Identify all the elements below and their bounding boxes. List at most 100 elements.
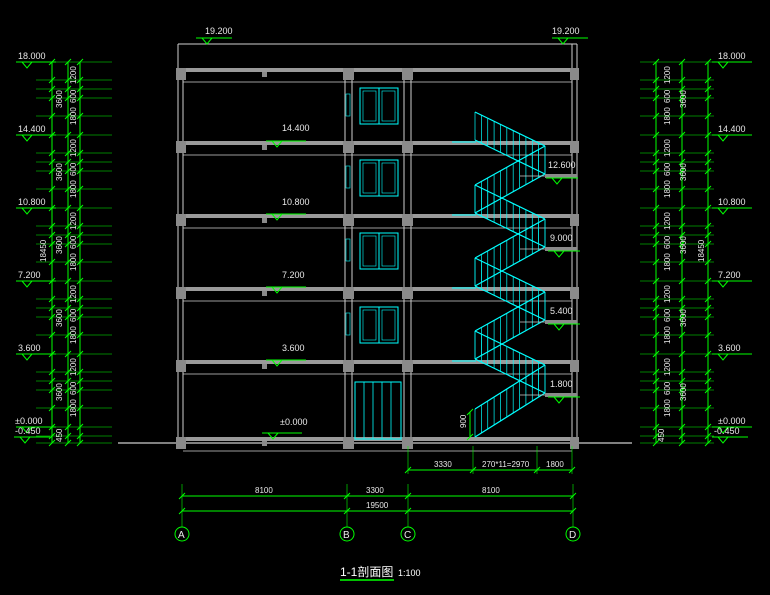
beam (402, 287, 413, 299)
left-tick (48, 112, 56, 120)
right-tick (678, 112, 686, 120)
beam (402, 141, 413, 153)
beam (570, 68, 579, 80)
left-story-dim-1: 3600 (55, 90, 64, 108)
side-level-l7: -0.450 (15, 426, 41, 436)
right-tick (652, 158, 660, 166)
left-sub-dim: 1800 (69, 253, 78, 271)
left-tick (76, 277, 84, 285)
level-triangle (271, 359, 283, 367)
right-tick (704, 158, 712, 166)
stair-handrail (474, 145, 546, 186)
right-story-dim-4: 3600 (679, 309, 688, 327)
side-level-l3: 10.800 (18, 197, 46, 207)
right-tick (704, 368, 712, 376)
stair-landing (545, 393, 577, 397)
left-tick (76, 432, 84, 440)
stair-landing (545, 247, 577, 251)
left-tick (64, 350, 72, 358)
right-tick (704, 313, 712, 321)
beam (176, 141, 186, 153)
level-triangle (271, 213, 283, 221)
building-structure (118, 43, 632, 444)
left-tick (64, 204, 72, 212)
stair-flight (474, 173, 546, 214)
right-tick (704, 423, 712, 431)
right-tick (652, 131, 660, 139)
right-tick (704, 240, 712, 248)
right-sub-dim: 1200 (663, 358, 672, 376)
left-tick (64, 432, 72, 440)
right-tick (704, 331, 712, 339)
rail-tick (466, 433, 474, 441)
beam (570, 141, 579, 153)
right-tick (652, 439, 660, 447)
left-tick (76, 439, 84, 447)
level-triangle (717, 426, 729, 434)
level-triangle (21, 207, 33, 215)
right-tick (678, 167, 686, 175)
right-sub-dim: 1200 (663, 139, 672, 157)
left-sub-dim: 1800 (69, 180, 78, 198)
right-tick (704, 350, 712, 358)
left-sub-dim: 1200 (69, 66, 78, 84)
floor-level-2: 10.800 (282, 197, 310, 207)
side-level-r4: 7.200 (718, 270, 741, 280)
side-level-l1: 18.000 (18, 51, 46, 61)
left-base-dim: 450 (55, 428, 64, 442)
right-tick (652, 386, 660, 394)
level-triangle (551, 177, 563, 185)
side-window (345, 238, 351, 262)
span-dim-1: 8100 (255, 486, 273, 495)
right-sub-dim: 600 (663, 162, 672, 176)
side-level-r3: 10.800 (718, 197, 746, 207)
left-tick (76, 158, 84, 166)
left-tick (76, 231, 84, 239)
floor-level-4: 3.600 (282, 343, 305, 353)
beam (176, 68, 186, 80)
side-level-r7: -0.450 (714, 426, 740, 436)
left-tick (48, 350, 56, 358)
left-story-dim-5: 3600 (55, 383, 64, 401)
left-tick (48, 304, 56, 312)
total-span-dim: 19500 (366, 501, 389, 510)
right-sub-dim: 1200 (663, 66, 672, 84)
left-story-dim-3: 3600 (55, 236, 64, 254)
right-tick (704, 85, 712, 93)
left-total-dim: 18450 (39, 239, 48, 262)
landing-level-1: 12.600 (548, 160, 576, 170)
left-tick (64, 167, 72, 175)
left-tick (76, 240, 84, 248)
stair-flight (474, 392, 546, 438)
axis-markers (174, 526, 581, 542)
right-tick (704, 149, 712, 157)
left-sub-dim: 1200 (69, 139, 78, 157)
left-tick (64, 404, 72, 412)
side-level-l4: 7.200 (18, 270, 41, 280)
left-tick (48, 331, 56, 339)
right-tick (678, 131, 686, 139)
drawing-scale: 1:100 (398, 568, 421, 578)
left-sub-dim: 600 (69, 162, 78, 176)
left-tick (76, 368, 84, 376)
level-triangle (717, 61, 729, 69)
floor-slab (178, 68, 577, 72)
left-tick (76, 85, 84, 93)
right-tick (704, 76, 712, 84)
left-sub-dim: 600 (69, 308, 78, 322)
right-sub-dim: 1800 (663, 253, 672, 271)
beam (343, 68, 354, 80)
small-beam (262, 218, 267, 223)
left-tick (48, 432, 56, 440)
right-tick (652, 58, 660, 66)
right-tick (678, 368, 686, 376)
right-tick (704, 258, 712, 266)
window-pane (362, 90, 377, 122)
left-tick (48, 167, 56, 175)
left-tick (48, 295, 56, 303)
right-sub-dim: 1200 (663, 285, 672, 303)
level-triangle (267, 432, 279, 440)
left-sub-dim: 600 (69, 89, 78, 103)
beam (402, 68, 413, 80)
side-level-r2: 14.400 (718, 124, 746, 134)
